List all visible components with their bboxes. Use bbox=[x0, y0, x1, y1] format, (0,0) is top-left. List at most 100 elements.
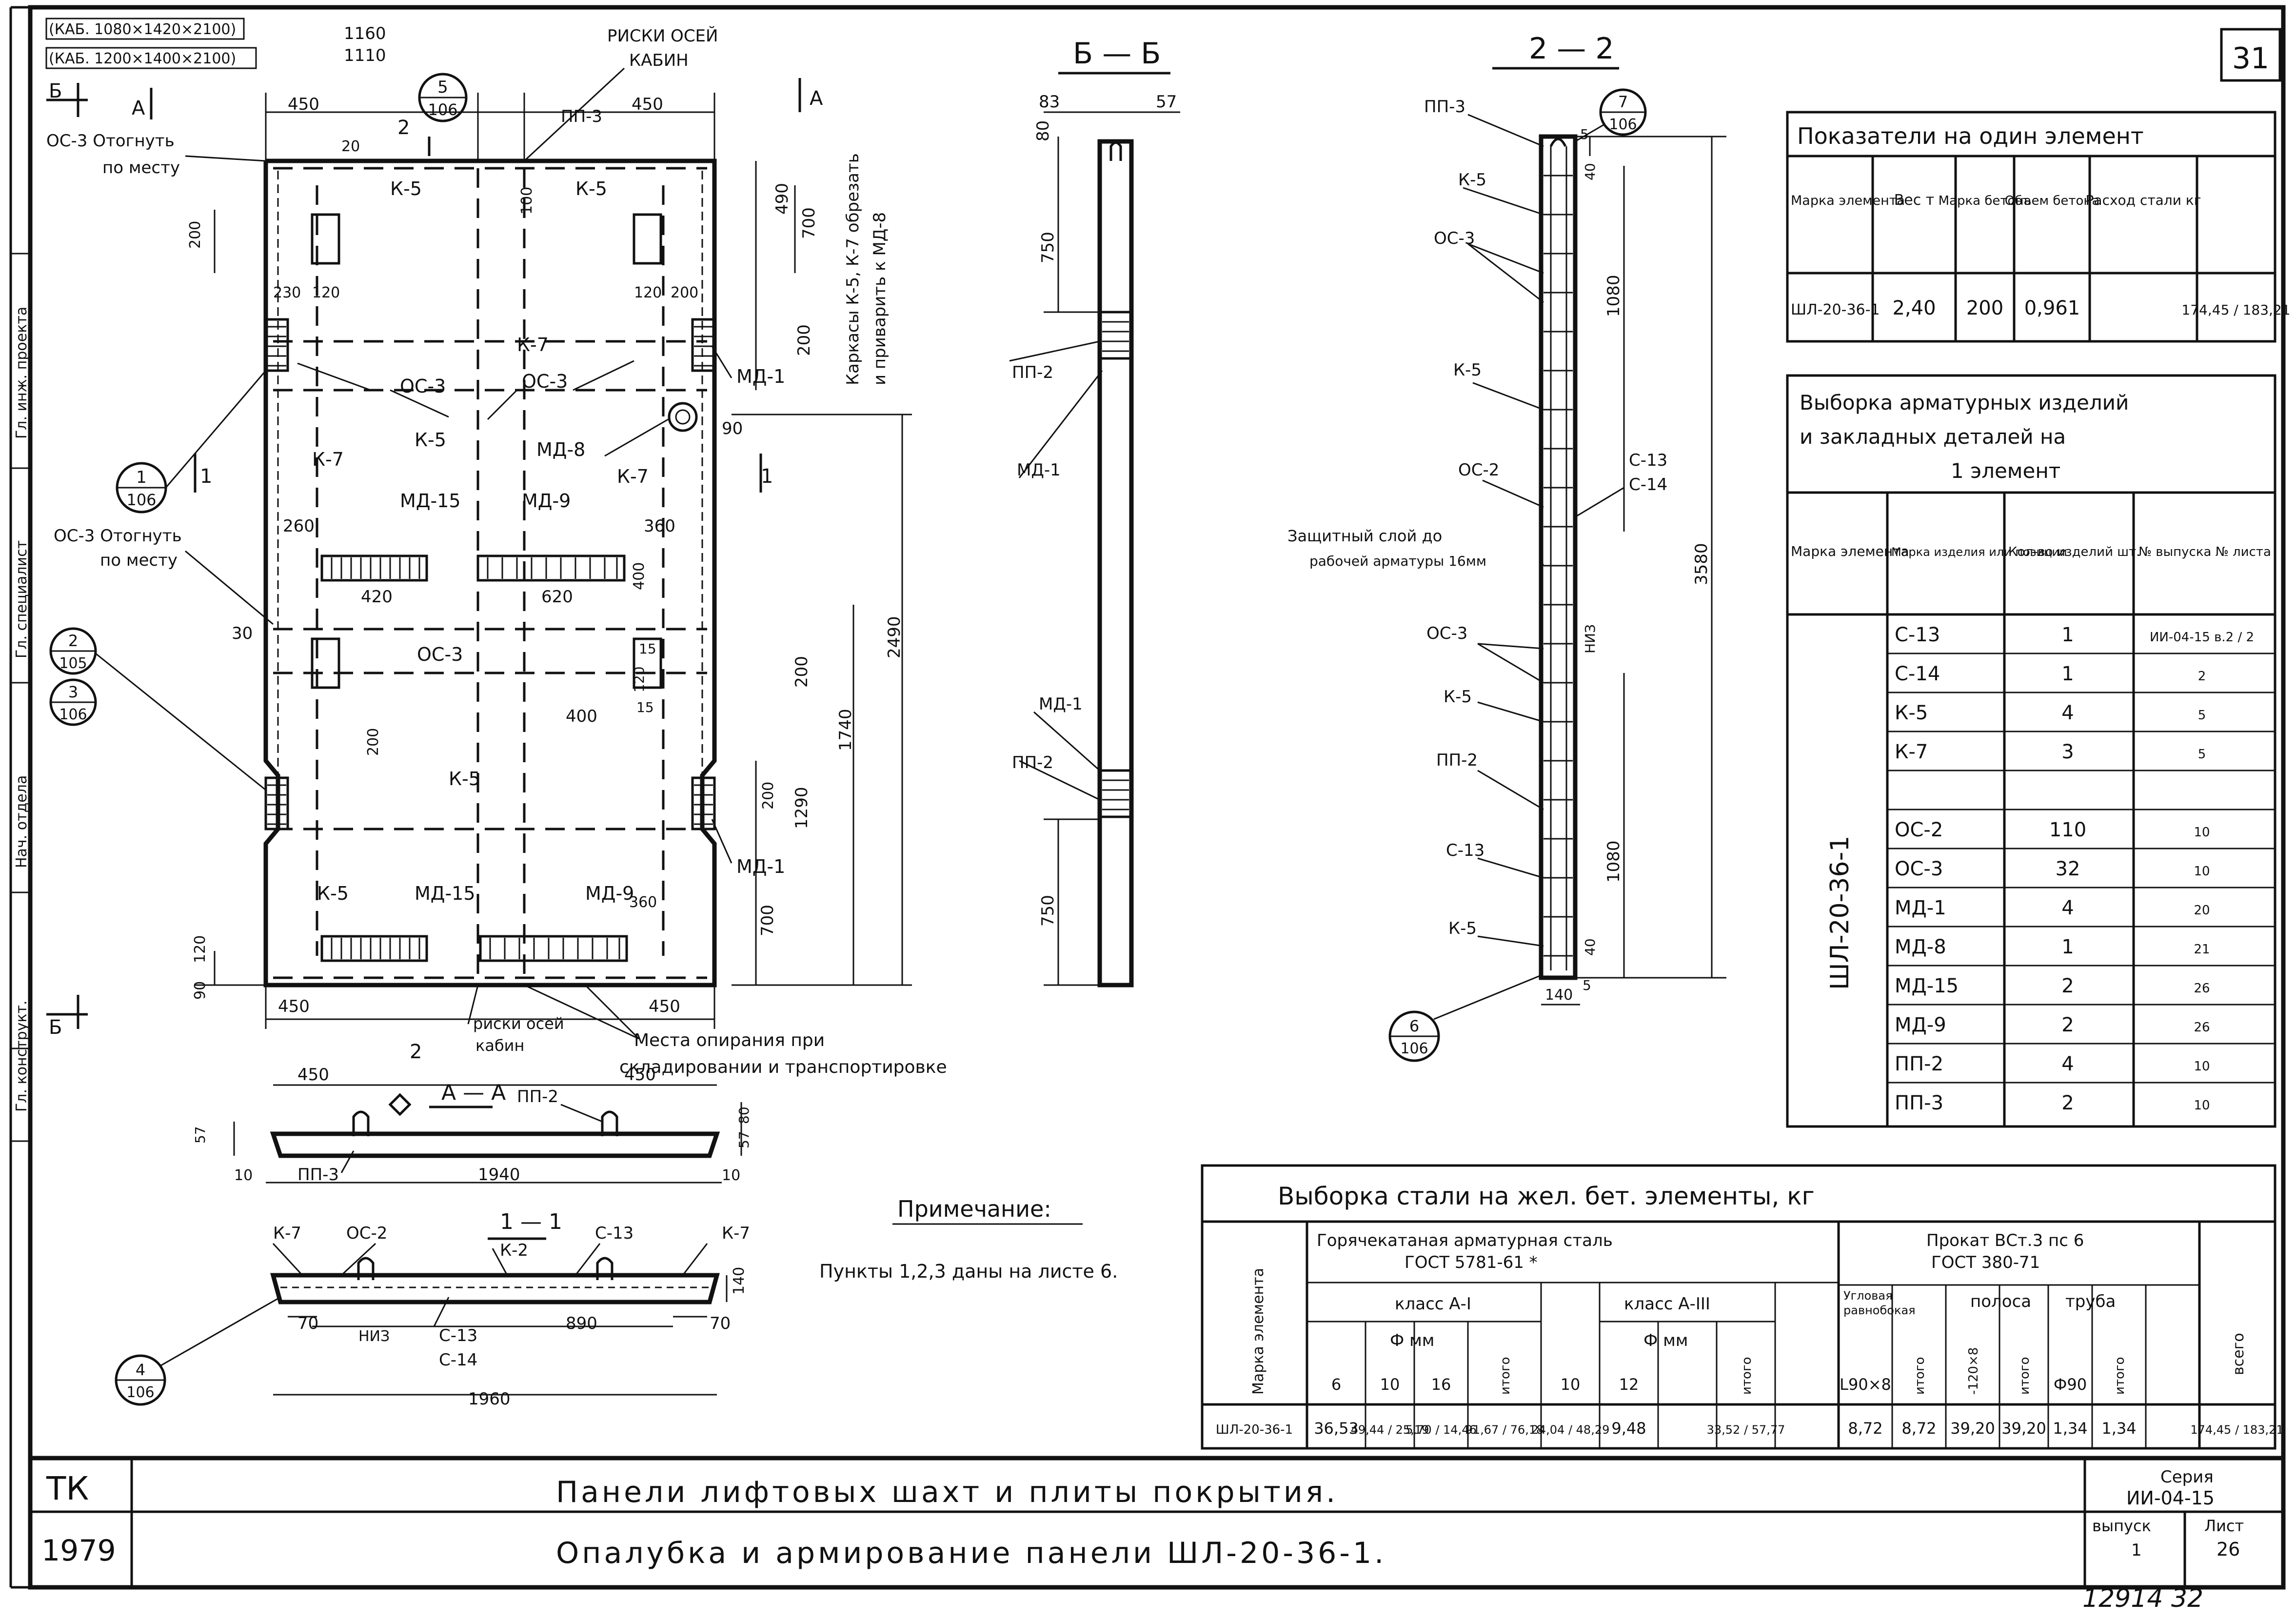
table-header: Марка элемента bbox=[1250, 1268, 1267, 1395]
table-cell: МД-9 bbox=[1895, 1014, 1946, 1036]
table-header: Марка бетона bbox=[1939, 194, 2032, 208]
dim-label: 450 bbox=[288, 95, 319, 114]
dim-label: 1110 bbox=[344, 46, 386, 65]
ref-sheet: 106 bbox=[1609, 116, 1637, 133]
label-k7: К-7 bbox=[312, 449, 344, 470]
table-cell: 24,04 / 48,29 bbox=[1531, 1423, 1610, 1437]
table-cell: 2 bbox=[2061, 1092, 2074, 1114]
label-md15: МД-15 bbox=[415, 883, 475, 904]
issue: 1 bbox=[2131, 1541, 2142, 1560]
dim-label: 200 bbox=[760, 782, 777, 810]
dim-label: 120 bbox=[634, 284, 662, 301]
dim-label: 5 bbox=[1583, 977, 1591, 993]
dim-label: 20 bbox=[341, 138, 360, 155]
table-cell: 4 bbox=[2061, 1053, 2074, 1075]
table-cell: 174,45 / 183,21 bbox=[2181, 302, 2290, 318]
table-subheader: 16 bbox=[1431, 1375, 1451, 1394]
org-code: ТК bbox=[46, 1470, 89, 1507]
label-pp2: ПП-2 bbox=[1436, 751, 1478, 770]
table-cell: ШЛ-20-36-1 bbox=[1791, 301, 1880, 318]
table-cell: 10 bbox=[2194, 1059, 2210, 1074]
label-frames-note: Каркасы К-5, К-7 обрезать bbox=[843, 153, 863, 385]
dim-label: 40 bbox=[1582, 938, 1598, 956]
table-header: Вес т bbox=[1894, 192, 1935, 209]
axis-marks-label: КАБИН bbox=[629, 51, 689, 70]
label-k5: К-5 bbox=[449, 768, 480, 790]
ref-circle: 5 106 1 106 2 105 3 106 bbox=[49, 73, 468, 791]
label-md1: МД-1 bbox=[736, 366, 785, 387]
table-cell: 1 bbox=[2061, 624, 2074, 646]
table-header: Марка элемента bbox=[1791, 193, 1905, 208]
table-cell: 5 bbox=[2198, 747, 2206, 762]
table-cell: 174,45 / 183,21 bbox=[2190, 1423, 2283, 1437]
dim-label: 80 bbox=[1033, 120, 1053, 141]
table-cell: 1 bbox=[2061, 936, 2074, 958]
table-subheader: 10 bbox=[1561, 1375, 1581, 1394]
label-niz: НИЗ bbox=[358, 1328, 390, 1345]
table-cell: 36,53 bbox=[1314, 1419, 1359, 1438]
dim-label: 120 bbox=[192, 935, 209, 963]
label-oc3-bend: ОС-3 Отогнуть bbox=[46, 131, 175, 151]
axis-marks-label: риски осей bbox=[473, 1014, 564, 1033]
dim-label: 15 bbox=[636, 699, 654, 715]
dim-label: 90 bbox=[722, 419, 743, 438]
table-cell: 5 bbox=[2198, 708, 2206, 723]
table-cell: 20 bbox=[2194, 903, 2210, 918]
table-cell: 3 bbox=[2061, 741, 2074, 763]
table-cell: МД-15 bbox=[1895, 975, 1959, 997]
table-subheader: итого bbox=[1913, 1357, 1927, 1395]
dim-label: 360 bbox=[644, 516, 675, 536]
ref-number: 1 bbox=[136, 468, 147, 487]
table-header: Ф мм bbox=[1390, 1331, 1434, 1350]
cab-size: (КАБ. 1080×1420×2100) bbox=[49, 21, 236, 38]
table-header: класс А-I bbox=[1395, 1294, 1471, 1314]
dim-label: 30 bbox=[232, 624, 253, 643]
label-c14: С-14 bbox=[1629, 475, 1667, 494]
table-header: класс А-III bbox=[1624, 1294, 1710, 1314]
label-k2: К-2 bbox=[500, 1241, 528, 1260]
table-subheader: Ф90 bbox=[2054, 1375, 2087, 1394]
label-md1: МД-1 bbox=[1039, 694, 1083, 714]
dim-label: 120 bbox=[312, 284, 340, 301]
steel-table: Выборка стали на жел. бет. элементы, кг … bbox=[1201, 1164, 2284, 1450]
indicators-table: Показатели на один элемент Марка элемент… bbox=[1786, 111, 2291, 343]
table-cell: 5,70 / 14,46 bbox=[1405, 1423, 1477, 1437]
dim-label: 200 bbox=[671, 284, 698, 301]
table-cell: 8,72 bbox=[1848, 1419, 1882, 1438]
dim-label: 100 bbox=[518, 187, 535, 215]
dim-label: 90 bbox=[192, 981, 209, 1000]
label-k5: К-5 bbox=[1444, 687, 1472, 707]
ref-sheet: 105 bbox=[59, 655, 87, 672]
label-k7: К-7 bbox=[617, 466, 649, 487]
table-cell: 9,48 bbox=[1611, 1419, 1646, 1438]
label-c13: С-13 bbox=[439, 1326, 477, 1345]
margin-label: Гл. инж. проекта bbox=[13, 307, 30, 439]
table-title: Выборка стали на жел. бет. элементы, кг bbox=[1278, 1182, 1815, 1210]
label-niz: НИЗ bbox=[1582, 624, 1598, 653]
ref-number: 6 bbox=[1409, 1017, 1419, 1035]
dim-label: 120 bbox=[631, 667, 647, 692]
ref-sheet: 106 bbox=[428, 100, 457, 119]
label-oc2: ОС-2 bbox=[346, 1224, 387, 1243]
label-oc2: ОС-2 bbox=[1458, 460, 1499, 480]
title-line-2: Опалубка и армирование панели ШЛ-20-36-1… bbox=[556, 1536, 1386, 1570]
sheet-border bbox=[28, 5, 2286, 1590]
dim-label: 83 bbox=[1039, 92, 1060, 112]
margin-label: Гл. конструкт. bbox=[13, 1000, 30, 1112]
dim-label: 1080 bbox=[1604, 275, 1623, 317]
label-pp2: ПП-2 bbox=[1012, 363, 1053, 382]
label-oc3: ОС-3 bbox=[400, 375, 446, 397]
label-pp3: ПП-3 bbox=[1424, 97, 1465, 117]
dim-label: 1960 bbox=[468, 1389, 511, 1409]
table-subheader: 12 bbox=[1619, 1375, 1639, 1394]
title-block: ТК 1979 Панели лифтовых шахт и плиты пок… bbox=[30, 1456, 2283, 1587]
dim-label: 450 bbox=[278, 997, 310, 1016]
cab-size: (КАБ. 1200×1400×2100) bbox=[49, 50, 236, 67]
ref-sheet: 106 bbox=[1400, 1040, 1428, 1057]
dim-label: 450 bbox=[649, 997, 680, 1016]
table-subheader: -120×8 bbox=[1966, 1347, 1981, 1395]
label-oc3: ОС-3 bbox=[522, 371, 568, 392]
table-subheader: 6 bbox=[1331, 1375, 1341, 1394]
table-cell: 33,52 / 57,77 bbox=[1707, 1423, 1785, 1437]
dim-label: 200 bbox=[792, 656, 812, 688]
